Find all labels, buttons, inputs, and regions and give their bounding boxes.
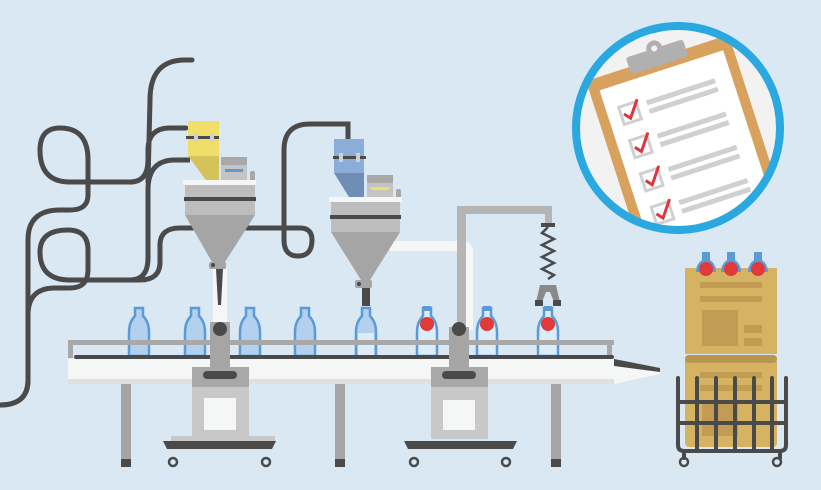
cables [0, 57, 351, 408]
conveyor-legs [121, 383, 561, 467]
checklist-items [616, 78, 752, 227]
wire-cart [676, 376, 788, 468]
cable-upper [129, 157, 190, 283]
capper-station [404, 322, 517, 468]
cable-loop-left [0, 225, 190, 408]
filler-station [163, 322, 276, 468]
filler-hopper-blue [329, 139, 402, 306]
badge-ring [572, 22, 784, 234]
shipping-boxes [685, 252, 777, 447]
spring [539, 226, 557, 281]
filler-hopper-yellow [183, 121, 256, 359]
capper-arm [457, 206, 561, 336]
